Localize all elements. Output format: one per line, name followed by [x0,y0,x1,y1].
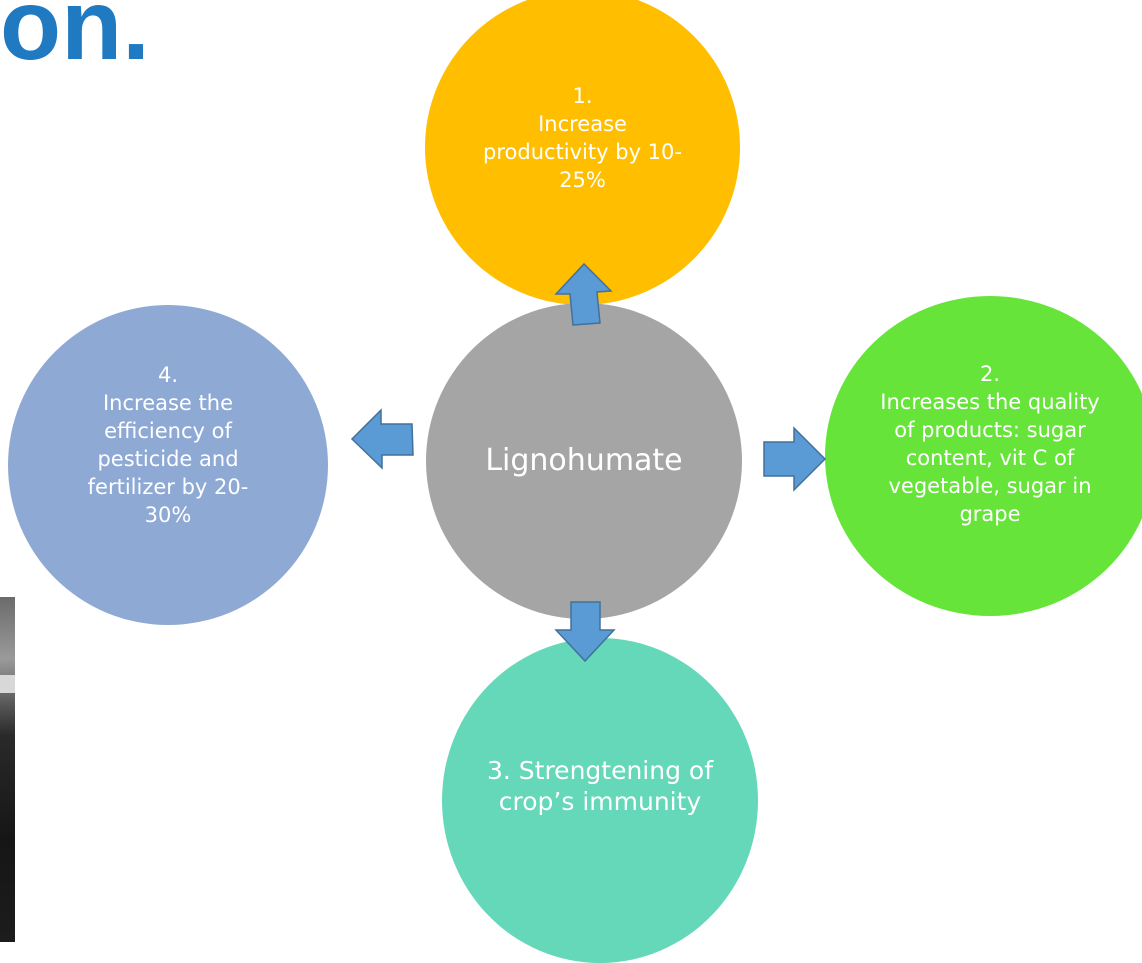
node-text: 3. Strengtening of crop’s immunity [486,755,714,816]
center-label: Lignohumate [485,443,683,478]
node-number: 4. [157,363,179,387]
node-immunity: 3. Strengtening of crop’s immunity [442,638,758,963]
arrow-up [554,262,613,326]
node-text: Increases the quality of products: sugar… [880,390,1100,526]
node-quality: 2. Increases the quality of products: su… [825,296,1142,616]
arrow-left [350,408,414,470]
center-node-lignohumate: Lignohumate [426,303,742,619]
node-text: Increase the efficiency of pesticide and… [87,391,249,527]
node-number: 2. [979,362,1001,386]
arrow-right [763,426,827,492]
node-text: Increase productivity by 10-25% [483,112,682,192]
arrow-down [554,601,616,663]
photo-highlight [0,675,15,693]
slide-title-fragment: on. [0,0,150,81]
node-efficiency: 4. Increase the efficiency of pesticide … [8,305,328,625]
node-productivity: 1. Increase productivity by 10-25% [425,0,740,305]
photo-edge [0,597,15,942]
node-number: 1. [572,84,593,108]
